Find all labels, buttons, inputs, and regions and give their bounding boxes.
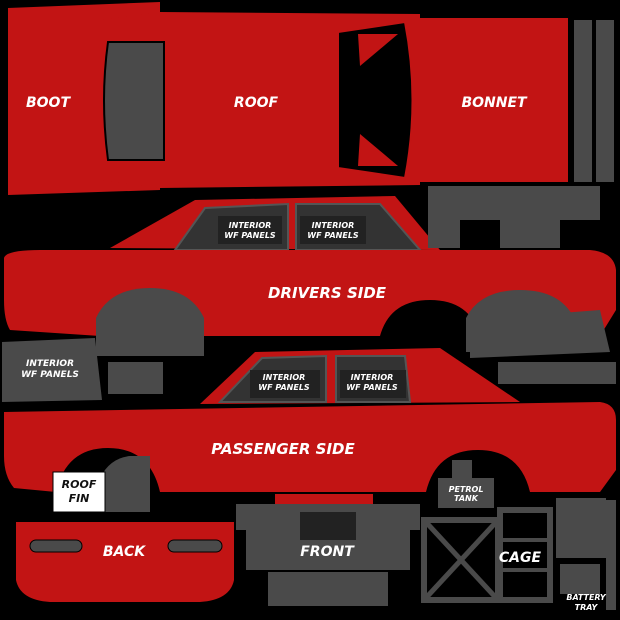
inner-sill [498,362,616,384]
passenger-body [4,402,616,492]
roof-fin-label-1: ROOF [62,478,97,491]
grille-left [574,20,592,182]
back-panel [16,522,234,602]
drivers-interior-panel-2 [300,216,366,244]
drivers-interior-label-1b: WF PANELS [224,231,276,240]
front-view: FRONT [236,494,420,606]
left-interior-block: INTERIOR WF PANELS [2,338,163,402]
back-light-left [29,539,83,553]
drivers-side-view: INTERIOR WF PANELS INTERIOR WF PANELS DR… [4,196,616,356]
back-light-right [167,539,223,553]
bonnet-label: BONNET [461,95,528,111]
top-view: BOOT ROOF BONNET [8,2,614,195]
left-interior-panel [2,338,102,402]
drivers-side-label: DRIVERS SIDE [268,284,387,302]
passenger-side-view: INTERIOR WF PANELS INTERIOR WF PANELS PA… [4,348,616,512]
roof-label: ROOF [234,95,279,111]
drivers-body [4,250,616,336]
windscreen-frame-left [358,34,398,66]
windscreen-frame-right [358,134,398,166]
petrol-tank-label-1: PETROL [449,485,484,494]
battery-tray-block [556,498,606,558]
bonnet-panel [400,18,568,182]
drivers-interior-label-2a: INTERIOR [312,221,355,230]
front-grille [300,512,356,540]
cage-brace-2 [422,518,500,602]
front-bumper [268,572,388,606]
left-interior-label-a: INTERIOR [26,359,74,369]
passenger-interior-label-2b: WF PANELS [346,383,398,392]
battery-tray-label-2: TRAY [575,603,599,612]
passenger-front-arch [100,456,150,512]
front-top-red [275,494,373,506]
passenger-side-label: PASSENGER SIDE [211,440,355,458]
front-label: FRONT [300,544,355,560]
battery-tray-label-1: BATTERY [566,593,607,602]
passenger-interior-label-1b: WF PANELS [258,383,310,392]
petrol-tank-top [452,460,472,482]
back-view: BACK [16,522,234,602]
grille-right [596,20,614,182]
drivers-interior-label-2b: WF PANELS [307,231,359,240]
passenger-interior-label-2a: INTERIOR [351,373,394,382]
drivers-rear-arch [96,288,204,356]
drivers-interior-label-1a: INTERIOR [229,221,272,230]
left-interior-panel-small [108,362,163,394]
passenger-interior-panel-1 [250,370,320,398]
passenger-interior-label-1a: INTERIOR [263,373,306,382]
petrol-tank-block [438,478,494,508]
battery-tray-base [560,564,600,594]
engine-panel-top [428,186,600,248]
roof-fin-label-2: FIN [69,492,90,505]
cage-frame-2 [497,507,553,603]
rear-window [103,41,165,161]
windscreen [337,20,414,180]
back-label: BACK [103,544,146,560]
engine-bay-panels [428,186,616,384]
passenger-interior-panel-2 [340,370,406,398]
inner-wing [470,310,610,358]
cage-label: CAGE [499,550,542,566]
battery-tray-strip [606,500,616,610]
petrol-tank-label-2: TANK [454,494,479,503]
roof-fin: ROOF FIN [52,471,106,513]
roof-fin-box [52,471,106,513]
drivers-interior-panel-1 [218,216,282,244]
left-interior-label-b: WF PANELS [21,370,79,380]
boot-label: BOOT [26,95,71,111]
cage-area: PETROL TANK CAGE BATTERY TRAY [421,460,616,612]
